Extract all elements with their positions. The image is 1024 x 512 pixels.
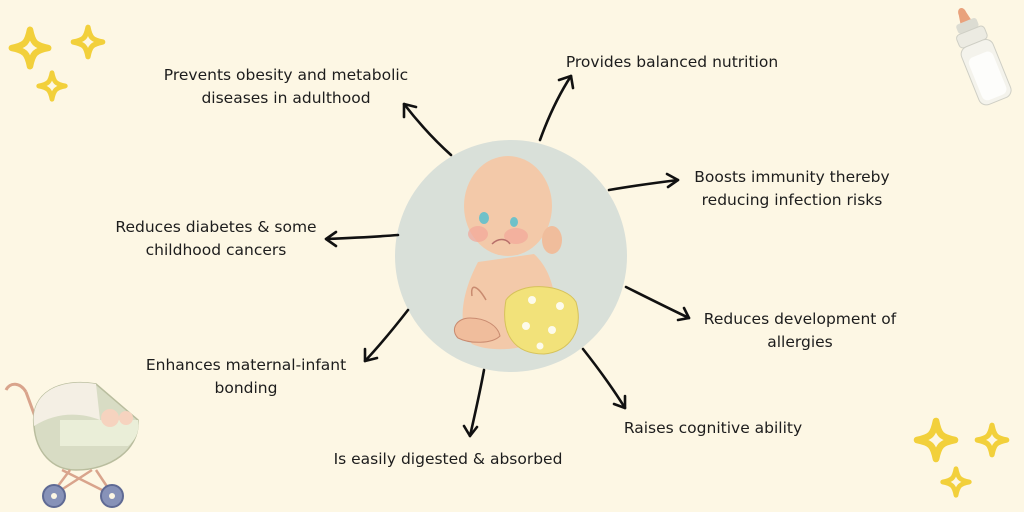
sparkle-icon-group-bottom-right — [917, 421, 1007, 495]
benefit-line: Prevents obesity and metabolic — [163, 66, 409, 84]
arrow-to-cognitive — [581, 347, 627, 410]
benefit-line: Is easily digested & absorbed — [333, 450, 563, 468]
benefit-line: bonding — [214, 379, 278, 397]
baby-bottle-icon — [956, 8, 1012, 106]
benefit-label-cognitive: Raises cognitive ability — [616, 417, 810, 440]
benefit-line: childhood cancers — [145, 241, 287, 259]
sparkle-icon — [73, 27, 102, 56]
benefit-label-nutrition: Provides balanced nutrition — [562, 51, 782, 74]
arrow-to-nutrition — [538, 74, 575, 142]
benefit-line: Boosts immunity thereby — [694, 168, 890, 186]
benefit-label-obesity: Prevents obesity and metabolic diseases … — [160, 64, 412, 110]
benefit-label-digestion: Is easily digested & absorbed — [330, 448, 566, 471]
baby-stroller-icon — [4, 381, 139, 508]
benefit-line: allergies — [767, 333, 833, 351]
arrow-to-digestion — [462, 368, 486, 438]
benefit-label-immunity: Boosts immunity thereby reducing infecti… — [690, 166, 894, 212]
arrow-to-bonding — [363, 308, 410, 363]
benefit-line: Enhances maternal-infant — [145, 356, 347, 374]
baby-illustration — [454, 156, 579, 355]
arrow-to-diabetes — [324, 230, 400, 248]
benefit-line: diseases in adulthood — [201, 89, 371, 107]
arrow-to-allergies — [624, 285, 691, 322]
benefit-line: Reduces development of — [703, 310, 897, 328]
arrow-to-immunity — [607, 172, 680, 192]
sparkle-icon — [977, 425, 1006, 454]
benefit-label-diabetes: Reduces diabetes & some childhood cancer… — [110, 216, 322, 262]
sparkle-icon — [39, 73, 66, 100]
benefit-label-bonding: Enhances maternal-infant bonding — [140, 354, 352, 400]
arrow-to-obesity — [402, 102, 453, 157]
sparkle-icon — [943, 469, 970, 496]
arrows — [324, 74, 691, 438]
benefit-line: reducing infection risks — [701, 191, 883, 209]
benefit-line: Raises cognitive ability — [623, 419, 803, 437]
benefit-label-allergies: Reduces development of allergies — [698, 308, 902, 354]
benefit-line: Reduces diabetes & some — [115, 218, 317, 236]
sparkle-icon-group-top-left — [12, 27, 103, 99]
sparkle-icon — [12, 30, 48, 66]
sparkle-icon — [917, 421, 955, 459]
benefit-line: Provides balanced nutrition — [565, 53, 779, 71]
